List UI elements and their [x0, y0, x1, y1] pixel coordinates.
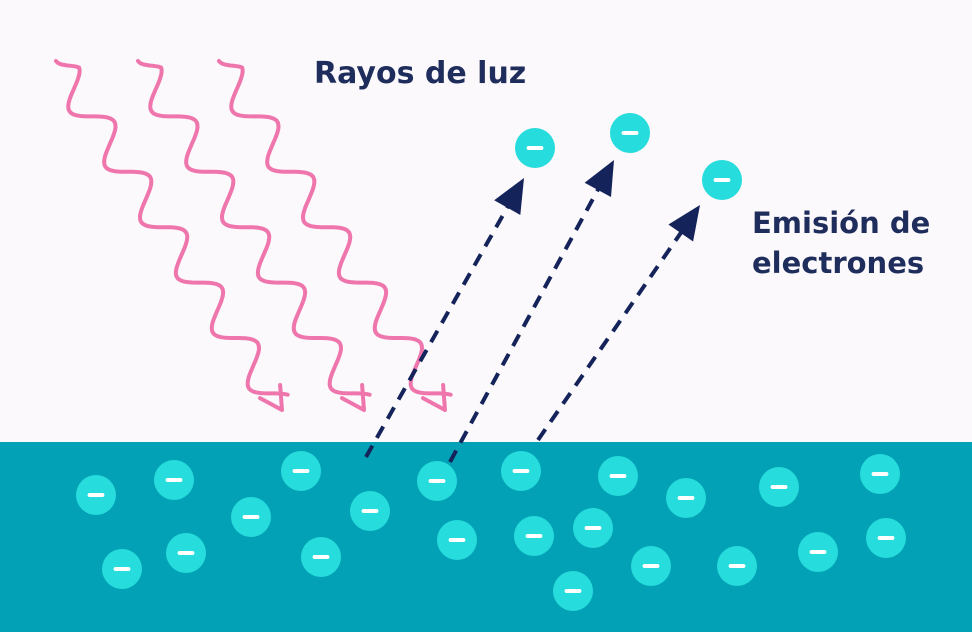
surface-electron: −	[860, 454, 900, 494]
surface-electron: −	[350, 491, 390, 531]
light-ray-arrowhead-icon	[421, 383, 447, 412]
surface-electron: −	[759, 467, 799, 507]
minus-sign-icon	[165, 478, 183, 482]
electron-emission-label-line1: Emisión de	[752, 206, 931, 240]
surface-electrons: −−−−−−−−−−−−−−−−−−−−−−	[76, 451, 906, 611]
emission-arrowhead-icon	[668, 205, 700, 242]
surface-electron: −	[666, 478, 706, 518]
surface-electron: −	[631, 546, 671, 586]
minus-sign-icon	[526, 146, 544, 150]
minus-sign-icon	[809, 550, 827, 554]
minus-sign-icon	[87, 493, 105, 497]
minus-sign-icon	[361, 509, 379, 513]
surface-electron: −	[866, 518, 906, 558]
surface-electron: −	[501, 451, 541, 491]
surface-electron: −	[573, 508, 613, 548]
emission-arrows	[364, 160, 700, 463]
minus-sign-icon	[871, 472, 889, 476]
light-ray-wave	[217, 59, 453, 397]
minus-sign-icon	[113, 567, 131, 571]
minus-sign-icon	[525, 534, 543, 538]
minus-sign-icon	[428, 479, 446, 483]
surface-electron: −	[514, 516, 554, 556]
emission-arrowhead-icon	[584, 160, 614, 197]
light-ray-arrowhead-icon	[340, 383, 366, 412]
surface-electron: −	[166, 533, 206, 573]
electron-emission-label: Emisión de electrones	[752, 203, 930, 283]
minus-sign-icon	[609, 474, 627, 478]
surface-electron: −	[102, 549, 142, 589]
surface-electron: −	[798, 532, 838, 572]
emission-arrowhead-icon	[494, 178, 524, 215]
surface-electron: −	[281, 451, 321, 491]
surface-electron: −	[717, 546, 757, 586]
minus-sign-icon	[448, 538, 466, 542]
surface-electron: −	[231, 497, 271, 537]
emitted-electron: −	[515, 128, 555, 168]
minus-sign-icon	[713, 178, 731, 182]
minus-sign-icon	[621, 131, 639, 135]
light-ray-arrowhead-icon	[258, 383, 284, 412]
surface-electron: −	[301, 537, 341, 577]
light-ray-wave	[136, 59, 372, 397]
surface-electron: −	[437, 520, 477, 560]
light-rays-label: Rayos de luz	[314, 56, 527, 91]
minus-sign-icon	[177, 551, 195, 555]
surface-electron: −	[417, 461, 457, 501]
emitted-electrons: − − −	[515, 113, 742, 200]
light-ray-wave	[54, 59, 290, 397]
surface-electron: −	[154, 460, 194, 500]
emission-arrow-shaft	[364, 203, 511, 458]
minus-sign-icon	[564, 589, 582, 593]
minus-sign-icon	[770, 485, 788, 489]
surface-electron: −	[553, 571, 593, 611]
electron-emission-label-line2: electrones	[752, 246, 925, 280]
minus-sign-icon	[677, 496, 695, 500]
minus-sign-icon	[292, 469, 310, 473]
emitted-electron: −	[702, 160, 742, 200]
minus-sign-icon	[312, 555, 330, 559]
emitted-electron: −	[610, 113, 650, 153]
minus-sign-icon	[512, 469, 530, 473]
minus-sign-icon	[642, 564, 660, 568]
surface-electron: −	[598, 456, 638, 496]
surface-electron: −	[76, 475, 116, 515]
light-rays	[54, 59, 453, 412]
minus-sign-icon	[728, 564, 746, 568]
minus-sign-icon	[877, 536, 895, 540]
emission-arrow-shaft	[448, 185, 602, 463]
minus-sign-icon	[242, 515, 260, 519]
minus-sign-icon	[584, 526, 602, 530]
